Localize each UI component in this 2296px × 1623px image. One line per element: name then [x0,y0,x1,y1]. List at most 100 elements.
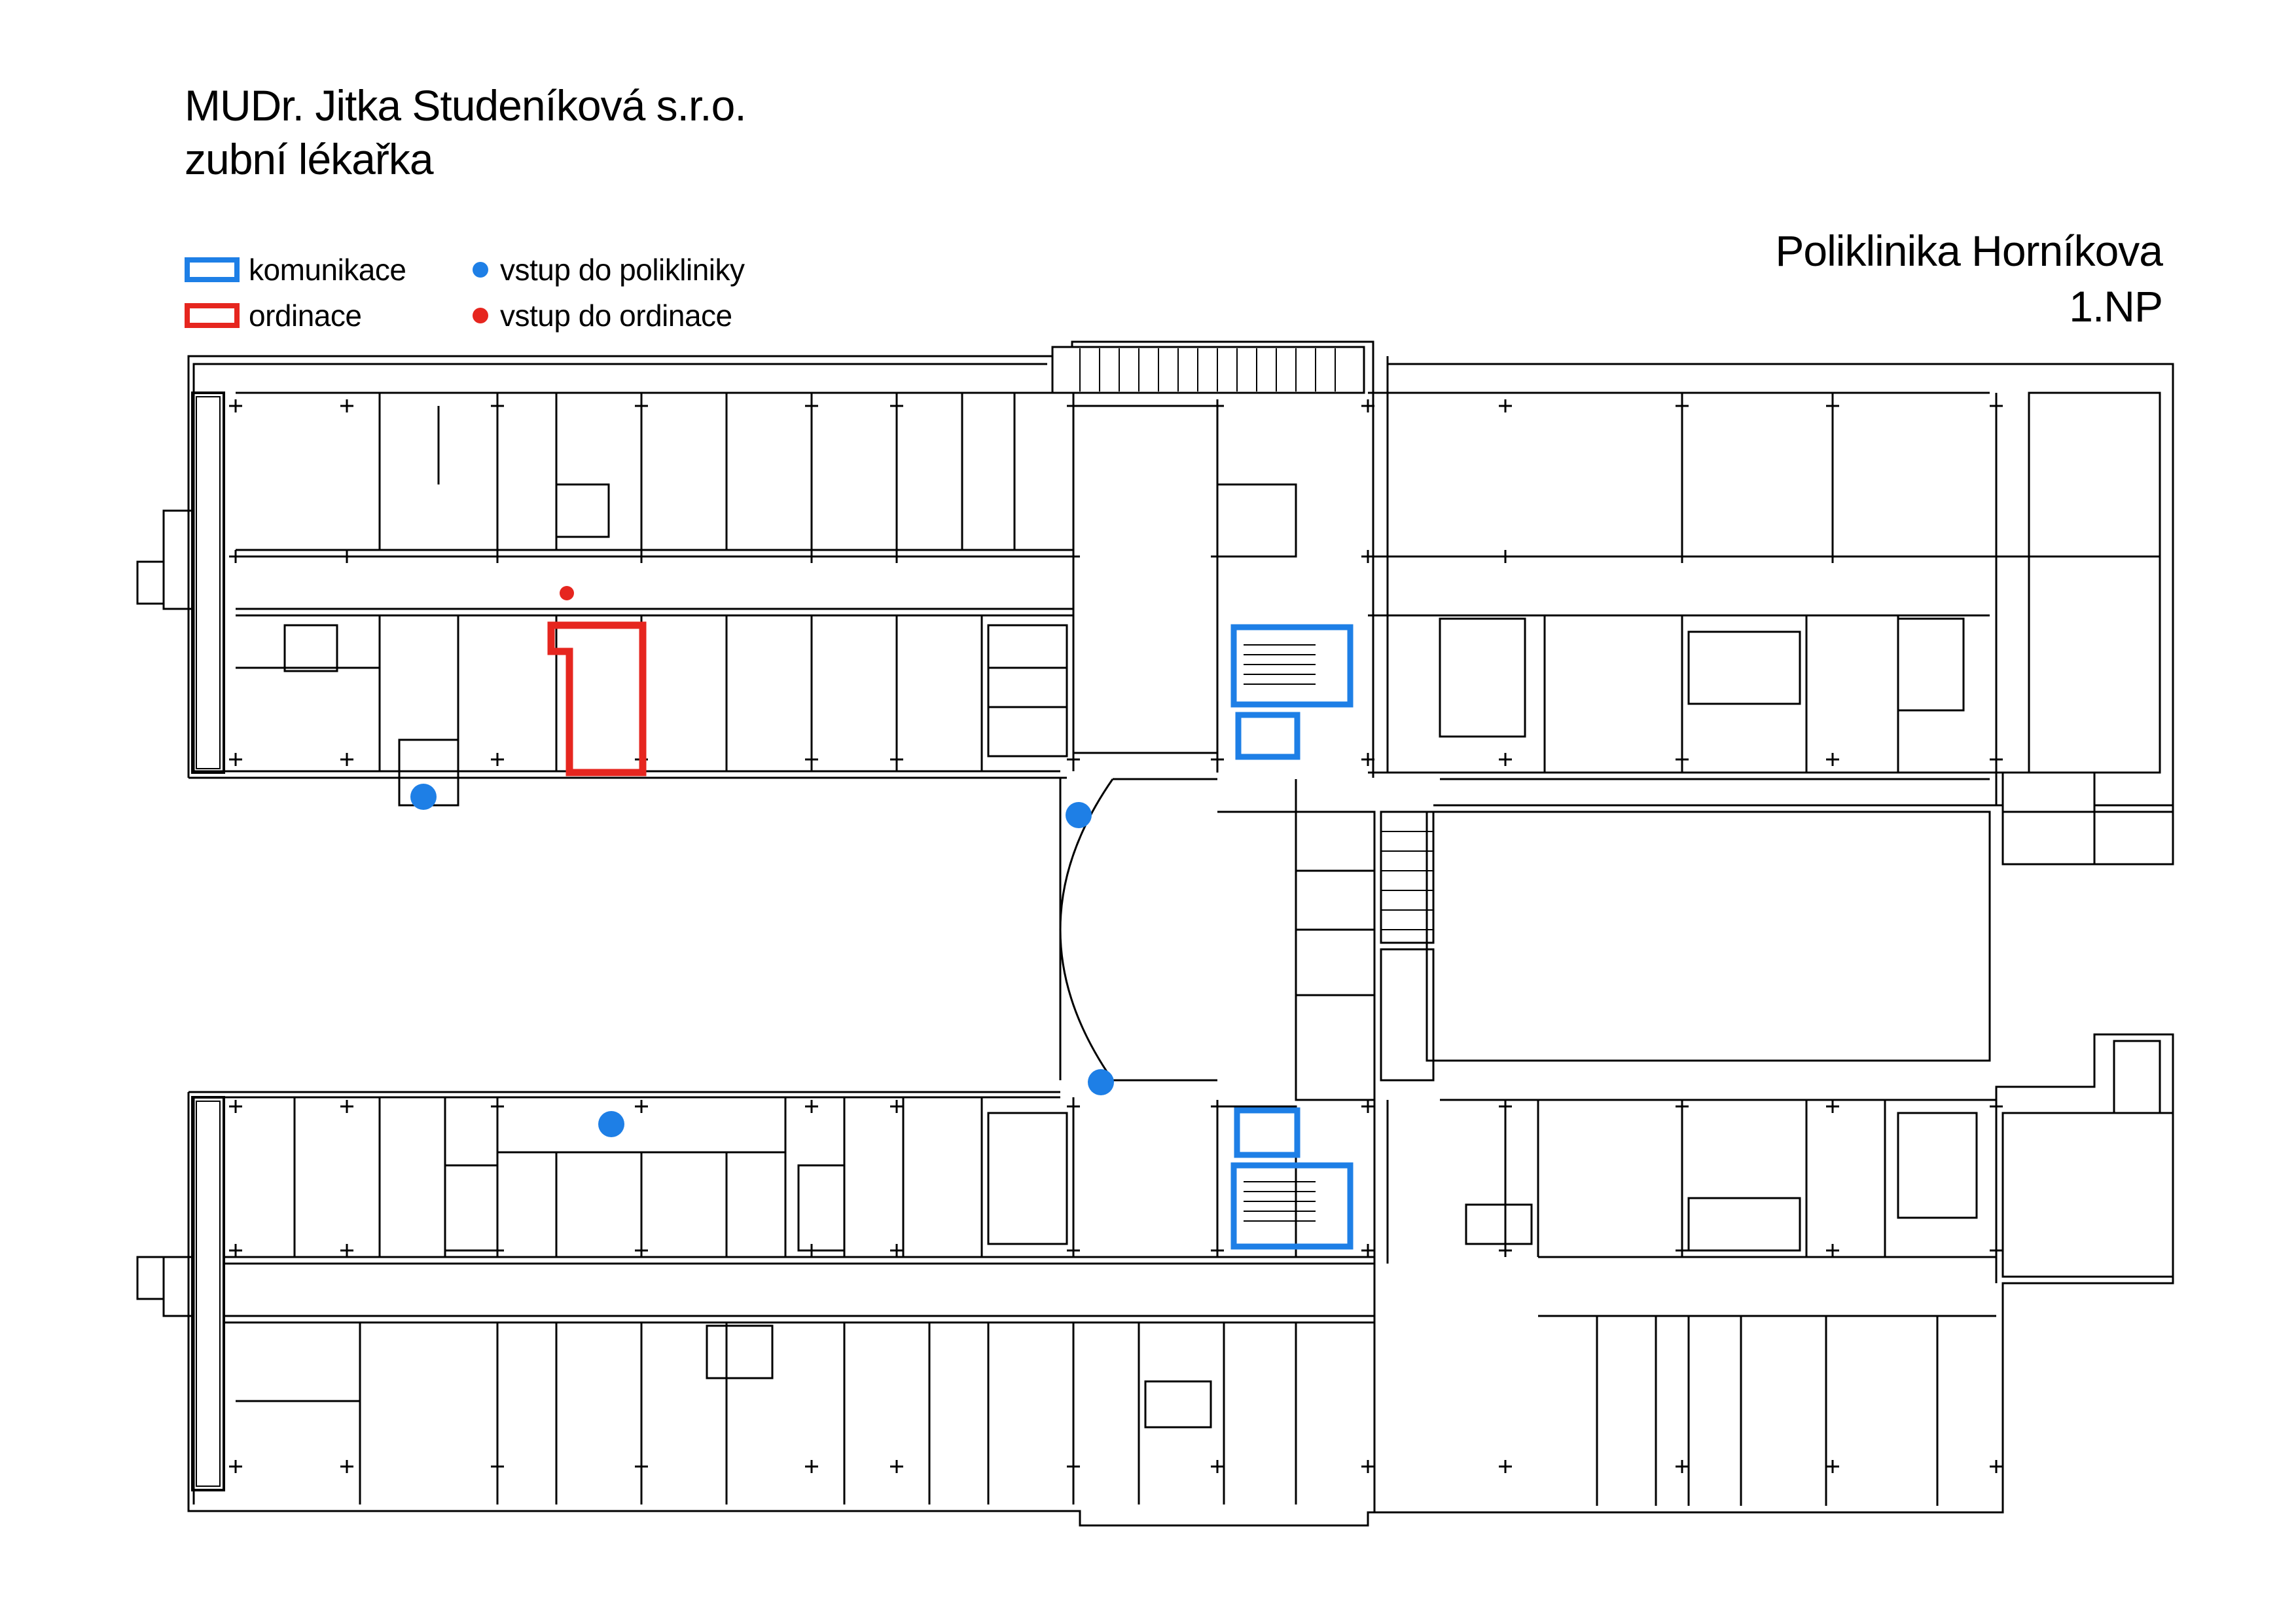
communication-stair-north [1230,624,1354,708]
column-marker [1499,1244,1512,1257]
column-marker [1067,753,1080,766]
column-marker [340,550,353,563]
column-marker [1211,550,1224,563]
column-marker [491,399,504,412]
column-marker [1499,753,1512,766]
clinic-entrance-dot-icon [473,262,488,278]
legend-office-label: ordinace [249,299,362,333]
clinic-entrances [410,784,1114,1137]
communication-lift-north [1235,712,1300,760]
column-marker [491,550,504,563]
column-marker [1361,550,1374,563]
column-marker [805,1244,818,1257]
legend-office: ordinace [185,298,362,333]
building-name: Poliklinika Horníkova [1775,227,2163,275]
column-marker [1826,1460,1839,1473]
column-marker [1990,550,2003,563]
legend-office-entrance: vstup do ordinace [473,298,732,333]
column-marker [1067,399,1080,412]
column-marker [1211,1460,1224,1473]
column-marker [1826,1100,1839,1113]
column-marker [1990,1100,2003,1113]
column-marker [491,1244,504,1257]
column-marker [1676,550,1689,563]
clinic-specialty: zubní lékařka [185,135,434,183]
communication-swatch-icon [185,257,240,282]
clinic-entrance-dot [1066,802,1092,828]
column-marker [635,1460,648,1473]
column-marker [1067,550,1080,563]
column-marker [1067,1460,1080,1473]
legend-clinic-entrance-label: vstup do polikliniky [500,253,745,287]
clinic-entrance-dot [1088,1069,1114,1095]
column-marker [1499,1460,1512,1473]
column-marker [805,753,818,766]
communication-stair-south [1230,1162,1354,1250]
column-marker [1990,1460,2003,1473]
communication-lift-south [1234,1107,1300,1158]
column-marker [1990,1244,2003,1257]
column-marker [635,1100,648,1113]
column-marker [1676,1460,1689,1473]
column-marker [1361,753,1374,766]
column-marker [805,1100,818,1113]
column-marker [805,399,818,412]
column-marker [1676,399,1689,412]
column-marker [890,1460,903,1473]
column-marker [229,753,242,766]
column-marker [635,1244,648,1257]
column-marker [890,1244,903,1257]
column-marker [1361,1244,1374,1257]
column-marker [1361,1460,1374,1473]
column-marker [635,399,648,412]
column-marker [340,753,353,766]
column-marker [229,1100,242,1113]
column-marker [805,1460,818,1473]
column-marker [229,1460,242,1473]
column-marker [1211,1244,1224,1257]
column-marker [1990,399,2003,412]
office-entrance-dot [560,586,574,600]
column-marker [340,1460,353,1473]
column-marker [340,399,353,412]
communication-cores [1230,624,1354,1250]
column-marker [1361,1100,1374,1113]
column-marker [229,550,242,563]
floor-label: 1.NP [2069,282,2163,331]
column-marker [890,1100,903,1113]
column-marker [1211,1100,1224,1113]
clinic-name: MUDr. Jitka Studeníková s.r.o. [185,81,747,130]
column-marker [1499,550,1512,563]
legend-clinic-entrance: vstup do polikliniky [473,252,745,287]
dental-office-outline [547,621,647,776]
columns [229,399,2003,1473]
column-marker [1211,399,1224,412]
column-marker [491,1100,504,1113]
column-marker [340,1100,353,1113]
column-marker [1067,1100,1080,1113]
column-marker [1990,753,2003,766]
column-marker [1676,1100,1689,1113]
legend-communication-label: komunikace [249,253,406,287]
column-marker [1826,1244,1839,1257]
legend-office-entrance-label: vstup do ordinace [500,299,732,333]
column-marker [1361,399,1374,412]
column-marker [1067,1244,1080,1257]
column-marker [1676,753,1689,766]
column-marker [1211,753,1224,766]
column-marker [805,550,818,563]
column-marker [890,753,903,766]
column-marker [635,550,648,563]
column-marker [1826,399,1839,412]
column-marker [491,753,504,766]
column-marker [340,1244,353,1257]
legend-communication: komunikace [185,252,406,287]
column-marker [890,399,903,412]
column-marker [491,1460,504,1473]
walls [136,340,2174,1527]
column-marker [229,399,242,412]
column-marker [890,550,903,563]
office-swatch-icon [185,303,240,328]
clinic-entrance-dot [598,1111,624,1137]
